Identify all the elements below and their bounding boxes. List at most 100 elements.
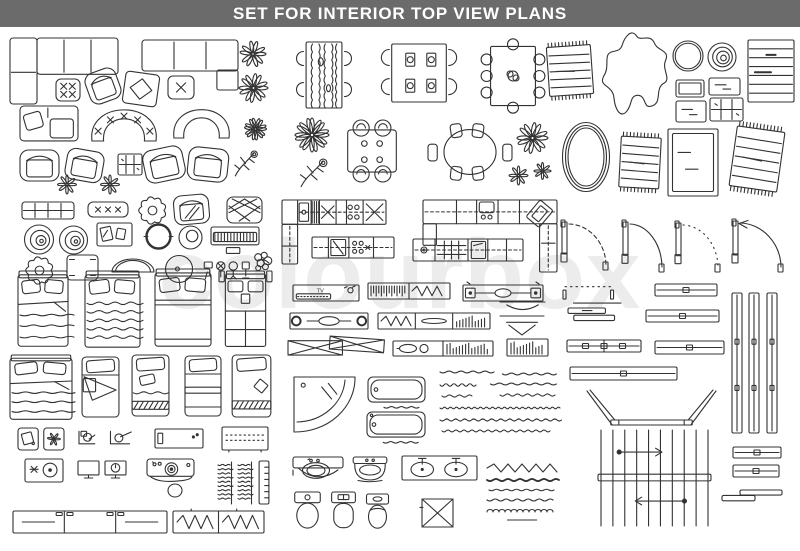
rug-striped (747, 39, 795, 103)
shelf-books (506, 338, 549, 357)
dining-table-4 (380, 43, 458, 103)
window-h-4 (732, 446, 782, 459)
pouf-quilted (226, 196, 263, 224)
kitchen-row-1 (311, 236, 395, 259)
squiggle-lines-2 (486, 463, 560, 521)
bench-x (87, 201, 129, 218)
armchair-4 (186, 146, 230, 183)
clothes-rack-2 (237, 461, 254, 505)
armchair-3 (142, 145, 186, 184)
rug-hide (601, 32, 668, 115)
keyboard-piano (210, 226, 260, 255)
ottoman-x (167, 75, 195, 100)
plant-5 (99, 174, 121, 195)
plant-scribble (254, 251, 273, 272)
dining-table-oval (427, 123, 513, 181)
door-swing-solid (621, 219, 665, 273)
plant-6 (294, 117, 330, 153)
chair-diamond (121, 70, 161, 108)
toilet-2 (331, 491, 356, 529)
wall-shelf-1 (499, 301, 546, 311)
squiggle-lines-1 (439, 370, 563, 433)
wall-clock-box (104, 460, 127, 479)
bed-double-4 (218, 270, 273, 348)
media-console-2 (289, 312, 369, 330)
toilet-1 (294, 491, 321, 529)
sink-vanity (292, 456, 344, 479)
bench-grid (21, 201, 75, 220)
bay-window (586, 389, 717, 426)
window-h-3 (654, 340, 725, 355)
armchair-2 (64, 147, 105, 184)
dining-table-8 (480, 38, 546, 114)
rug-fringed-2 (618, 131, 662, 194)
table-round-bold (143, 223, 174, 250)
kitchen-counter-l2 (422, 199, 558, 273)
plant-9 (533, 161, 552, 181)
sofa-chaise (19, 105, 79, 142)
tables-x (287, 335, 386, 356)
armchair-tilted (84, 67, 122, 105)
bed-double-3 (154, 268, 212, 347)
mat-3 (675, 100, 707, 123)
corner-sofa-right (141, 39, 239, 91)
rug-oval (561, 121, 611, 193)
window-h-1 (654, 283, 718, 297)
nightstand-pair (17, 427, 65, 451)
window-v-1 (731, 292, 743, 434)
armchair-1 (19, 149, 60, 182)
side-table-grid (117, 153, 143, 176)
sofa-curved (173, 109, 230, 139)
rug-round (672, 40, 704, 72)
plant-3 (244, 117, 268, 141)
sink-pedestal (352, 456, 388, 483)
door-swing-arrow (731, 218, 784, 273)
clothes-rack-1 (217, 461, 234, 505)
bathtub-2 (366, 411, 426, 444)
plant-7 (516, 122, 549, 154)
tray-table (96, 222, 133, 247)
door-swing-dotted (674, 220, 721, 273)
window-h-2 (645, 309, 720, 323)
clothes-rail (367, 282, 451, 300)
wardrobe-sliding (12, 510, 168, 534)
pouf-round (178, 225, 203, 250)
tv-screen (77, 460, 100, 479)
plant-4 (56, 174, 78, 195)
bathroom-counter (146, 458, 195, 482)
mat-2 (708, 77, 741, 96)
bed-double-2 (84, 270, 144, 348)
media-console-1 (462, 281, 544, 302)
nightstand-decor (24, 458, 64, 483)
pouf-spiral-1 (23, 224, 55, 255)
window-v-3 (766, 292, 778, 434)
rug-semicircle (111, 258, 155, 273)
rug-round-spiral (707, 42, 737, 72)
plant-1 (239, 40, 267, 67)
bathtub-1 (367, 376, 426, 409)
mat-1 (675, 79, 705, 98)
bed-double-5 (9, 354, 76, 420)
sliding-door-1 (567, 307, 616, 322)
bed-single-2 (131, 354, 170, 417)
window-h-long (569, 366, 678, 381)
wall-shelf-2 (499, 315, 545, 336)
pouf-spiral-2 (58, 225, 89, 255)
wardrobe-hangers (172, 508, 265, 534)
rug-bordered (667, 128, 719, 197)
rug-fringed-1 (545, 40, 595, 101)
plant-branch-2 (299, 158, 328, 188)
dining-table-wood (295, 41, 353, 109)
plant-branch-1 (234, 150, 258, 177)
mirror-round (167, 483, 183, 498)
window-h-split (566, 339, 642, 353)
svg-text:TV: TV (317, 289, 324, 295)
dresser-2 (221, 426, 269, 453)
desk-chair-pair (78, 430, 132, 445)
shower-tray (419, 498, 454, 528)
corner-sofa-left (9, 37, 119, 105)
kitchen-row-2 (412, 238, 524, 262)
wall-opening (562, 286, 622, 304)
console-books (392, 340, 494, 357)
